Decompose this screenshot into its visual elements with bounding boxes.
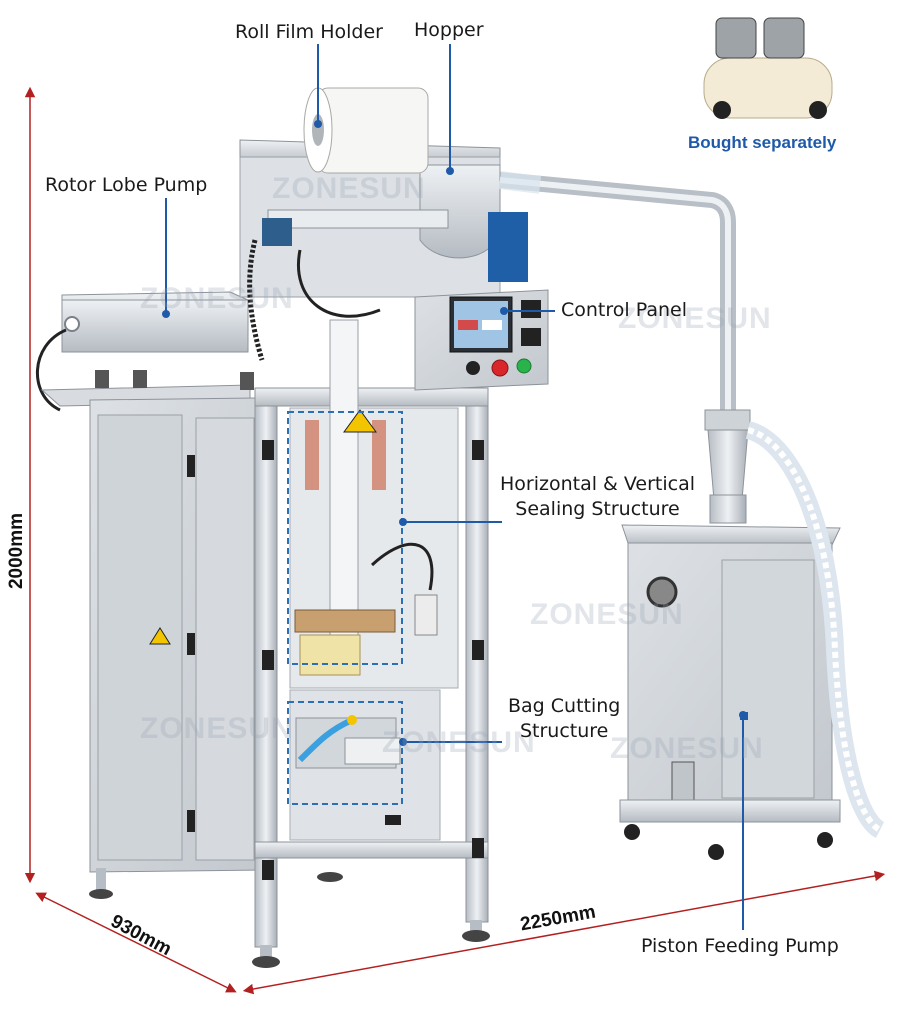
sealing-label-line1: Horizontal & Vertical — [500, 473, 696, 495]
sealing-structure-label: Horizontal & Vertical Sealing Structure — [500, 472, 695, 522]
piston-feeding-pump-label: Piston Feeding Pump — [641, 935, 839, 957]
width-dimension-line — [242, 870, 886, 995]
sealing-highlight-box — [287, 411, 403, 665]
watermark-4: ZONESUN — [530, 598, 684, 631]
height-dimension-label: 2000mm — [6, 512, 27, 590]
watermark-1: ZONESUN — [272, 172, 426, 205]
sealing-label-line2: Sealing Structure — [515, 498, 680, 520]
air-compressor — [703, 17, 833, 119]
watermark-2: ZONESUN — [140, 282, 294, 315]
cutting-label-line2: Structure — [519, 720, 609, 742]
rotor-lobe-pump-body — [36, 291, 254, 412]
control-panel-box — [414, 289, 549, 391]
bag-cutting-structure — [289, 689, 441, 841]
cutting-highlight-box — [287, 701, 403, 805]
sealing-structure — [289, 319, 459, 689]
main-cabinet — [89, 387, 490, 968]
control-panel-label: Control Panel — [561, 299, 687, 321]
watermark-3: ZONESUN — [618, 302, 772, 335]
upper-assembly — [239, 87, 528, 361]
watermark-7: ZONESUN — [610, 732, 764, 765]
rotor-lobe-pump-label: Rotor Lobe Pump — [45, 174, 208, 196]
watermark-5: ZONESUN — [140, 712, 294, 745]
cutting-label-line1: Bag Cutting — [508, 695, 621, 717]
callout-leaders — [162, 44, 747, 930]
bought-separately-note: Bought separately — [688, 133, 837, 152]
bag-cutting-structure-label: Bag Cutting Structure — [508, 694, 620, 744]
feed-pipe — [498, 171, 751, 524]
hopper-label: Hopper — [414, 19, 484, 41]
depth-dimension-line — [35, 892, 237, 993]
piston-pump-cabinet — [619, 421, 886, 860]
watermark-6: ZONESUN — [382, 726, 536, 759]
roll-film-holder-label: Roll Film Holder — [235, 21, 383, 43]
